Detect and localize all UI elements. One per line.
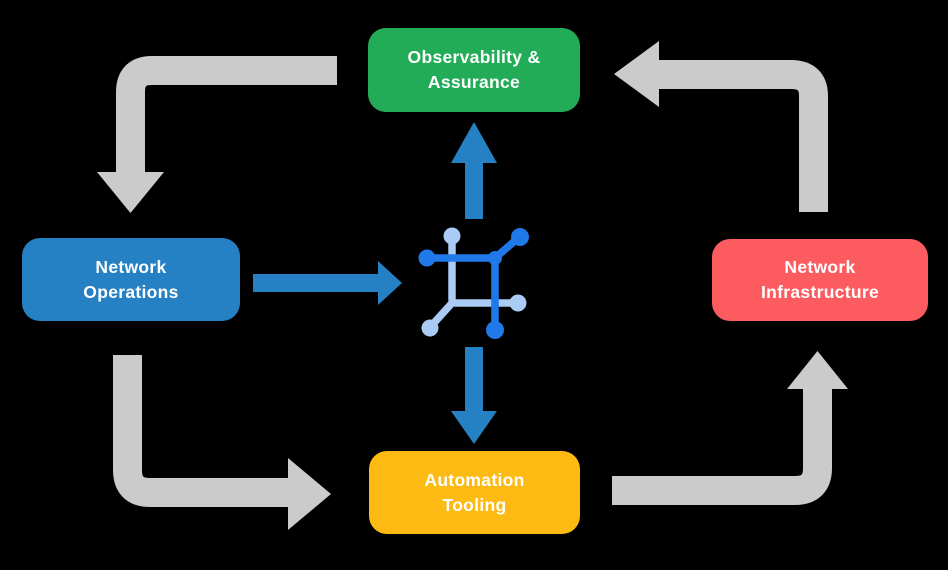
arrow-head-down-icon (451, 411, 497, 444)
icon-node-top-right (511, 228, 529, 246)
arrow-operations-to-automation (113, 355, 331, 530)
arrow-shaft (113, 355, 288, 507)
arrow-shaft (612, 389, 832, 505)
arrow-head-up-icon (451, 122, 497, 163)
icon-node-top (443, 227, 461, 245)
node-label: Observability & Assurance (407, 47, 541, 92)
arrow-center-to-observability (451, 122, 497, 219)
arrow-head-right-icon (288, 458, 331, 530)
icon-node-right (509, 294, 527, 312)
icon-node-bottom-left (421, 319, 439, 337)
node-label: Network Infrastructure (761, 257, 879, 302)
network-nodes-icon (418, 227, 529, 339)
arrow-infrastructure-to-observability (614, 41, 828, 212)
arrow-center-to-automation (451, 347, 497, 444)
arrow-head-left-icon (614, 41, 659, 107)
node-network-operations: Network Operations (22, 238, 240, 321)
icon-light-diagonal (429, 299, 456, 328)
arrow-head-down-icon (97, 172, 164, 213)
node-label: Automation Tooling (424, 469, 525, 515)
arrow-shaft (116, 56, 337, 173)
icon-node-junction (488, 251, 502, 265)
arrow-head-right-icon (378, 261, 402, 305)
icon-node-bottom (486, 321, 504, 339)
arrow-observability-to-operations (97, 56, 337, 213)
arrow-head-up-icon (787, 351, 848, 389)
node-network-infrastructure: Network Infrastructure (712, 239, 928, 321)
node-observability-assurance: Observability & Assurance (368, 28, 580, 112)
node-label: Network Operations (83, 256, 179, 302)
arrow-automation-to-infrastructure (612, 351, 848, 505)
arrow-operations-to-center (253, 261, 402, 305)
icon-node-left (418, 249, 436, 267)
node-automation-tooling: Automation Tooling (369, 451, 580, 534)
arrow-shaft (659, 60, 828, 212)
